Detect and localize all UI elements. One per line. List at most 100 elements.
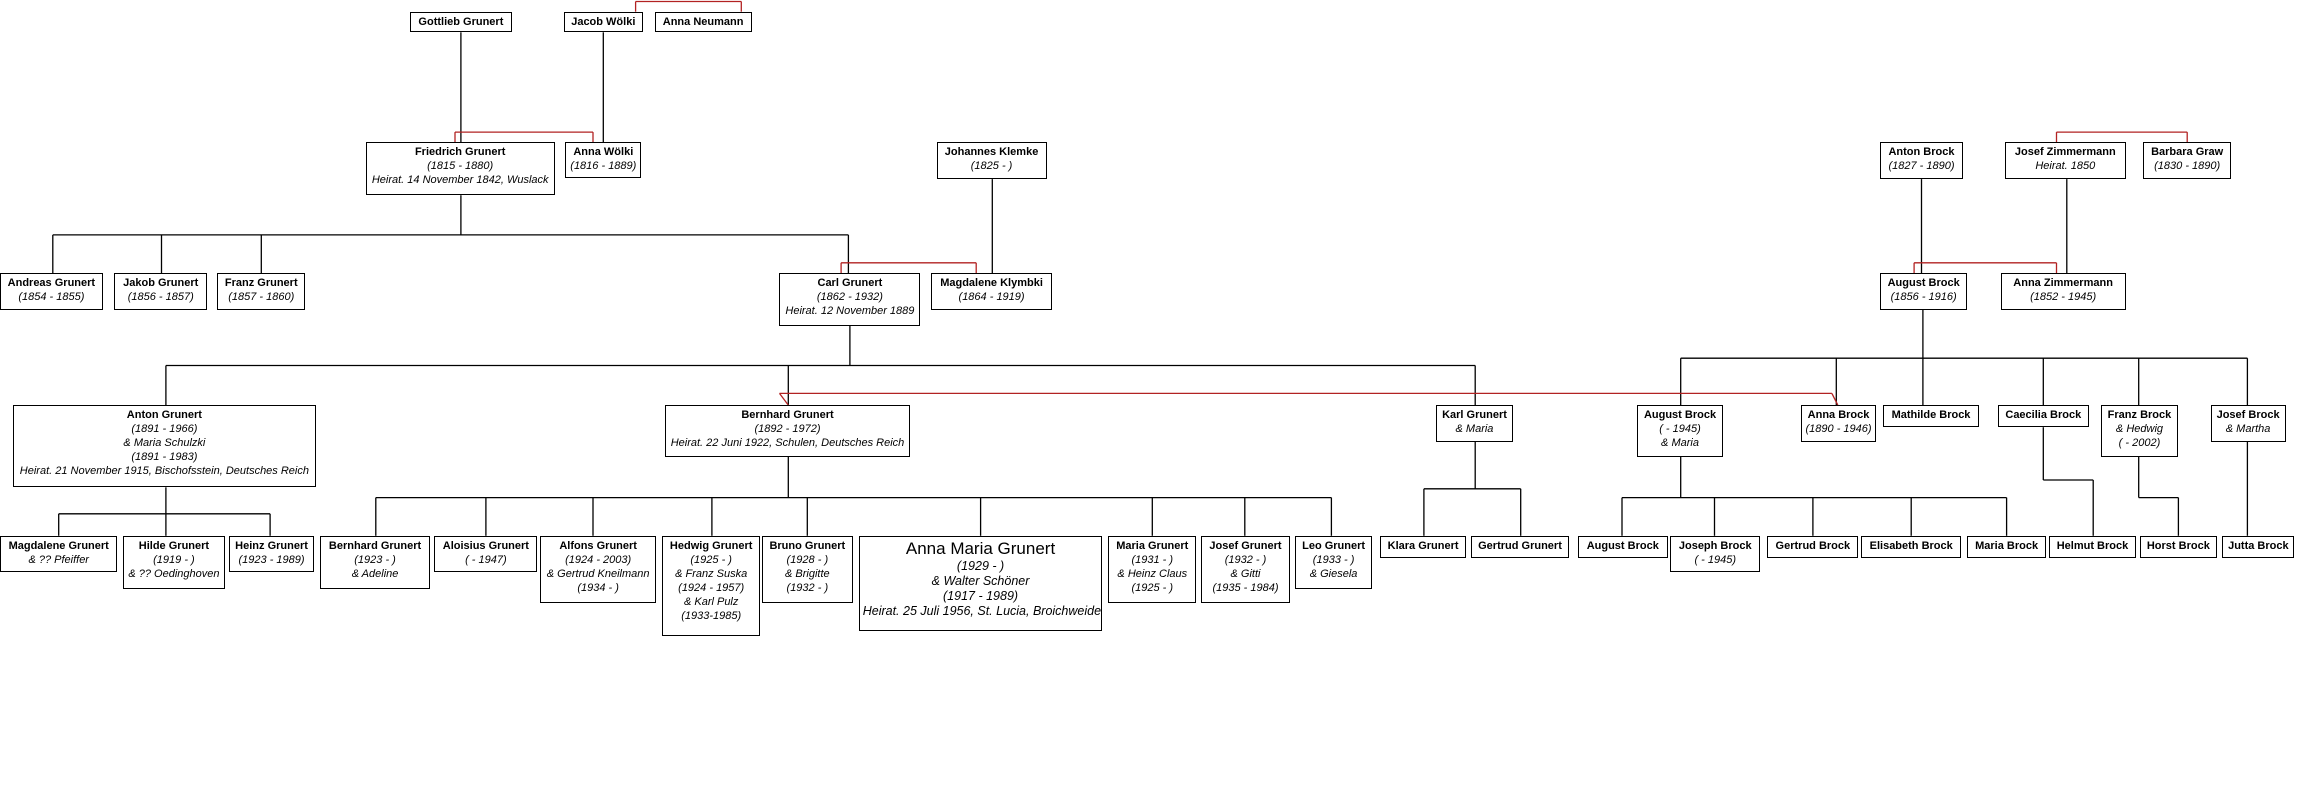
person-box-augustb3[interactable]: August Brock [1577,535,1668,558]
person-box-gottlieb[interactable]: Gottlieb Grunert [409,11,513,33]
person-name: Maria Grunert [1116,539,1189,552]
person-name: Aloisius Grunert [442,539,529,552]
person-name: Friedrich Grunert [414,146,506,159]
person-name: Magdalene Klymbki [940,277,1043,290]
person-box-heinz[interactable]: Heinz Grunert(1923 - 1989) [228,535,315,573]
person-box-antonb[interactable]: Anton Brock(1827 - 1890) [1880,142,1963,180]
person-detail: (1924 - 1957) [678,581,745,594]
person-box-friedrich[interactable]: Friedrich Grunert(1815 - 1880)Heirat. 14… [365,142,555,196]
person-detail: & Walter Schöner [931,573,1030,588]
person-box-joseph[interactable]: Joseph Brock( - 1945) [1670,535,1760,573]
person-box-hedwig[interactable]: Hedwig Grunert(1925 - )& Franz Suska(192… [662,535,761,636]
person-box-bruno[interactable]: Bruno Grunert(1928 - )& Brigitte(1932 - … [761,535,853,604]
person-detail: (1919 - ) [153,553,195,566]
person-name: Karl Grunert [1442,409,1507,422]
person-detail: & Hedwig [2115,423,2163,436]
person-detail: Heirat. 25 Juli 1956, St. Lucia, Broichw… [862,603,1103,618]
person-box-mariag[interactable]: Maria Grunert(1931 - )& Heinz Claus(1925… [1108,535,1197,604]
person-name: Joseph Brock [1678,539,1752,552]
person-name: Magdalene Grunert [8,539,109,552]
person-box-gertrudb[interactable]: Gertrud Brock [1767,535,1859,558]
person-name: Maria Brock [1975,539,2039,552]
person-detail: (1827 - 1890) [1888,160,1955,173]
person-box-annaw[interactable]: Anna Wölki(1816 - 1889) [565,142,642,178]
person-name: Bernhard Grunert [328,539,422,552]
person-box-mariab[interactable]: Maria Brock [1966,535,2047,558]
person-detail: (1932 - ) [1224,553,1267,566]
marriage-connector-16 [1831,393,1839,406]
person-box-franz[interactable]: Franz Grunert(1857 - 1860) [217,273,306,310]
person-detail: (1856 - 1857) [127,291,194,304]
person-box-josefb[interactable]: Josef Brock& Martha [2210,405,2286,442]
person-box-augustb2[interactable]: August Brock( - 1945)& Maria [1636,405,1724,457]
person-detail: ( - 1945) [1659,423,1701,436]
person-box-bernhard2[interactable]: Bernhard Grunert(1923 - )& Adeline [320,535,431,589]
person-box-andreas[interactable]: Andreas Grunert(1854 - 1855) [0,273,103,310]
person-detail: (1929 - ) [956,558,1005,573]
person-box-annaz[interactable]: Anna Zimmermann(1852 - 1945) [2000,273,2126,310]
person-box-magdalenek[interactable]: Magdalene Klymbki(1864 - 1919) [930,273,1053,310]
person-detail: (1857 - 1860) [228,291,295,304]
person-detail: (1892 - 1972) [754,423,821,436]
person-detail: ( - 1947) [465,553,507,566]
person-name: Johannes Klemke [944,146,1039,159]
person-detail: ( - 2002) [2118,437,2161,450]
person-name: Josef Grunert [1209,539,1282,552]
person-detail: (1935 - 1984) [1212,581,1279,594]
person-detail: (1923 - ) [354,553,396,566]
person-detail: (1931 - ) [1131,553,1174,566]
person-box-elisabeth[interactable]: Elisabeth Brock [1861,535,1962,558]
person-detail: & Heinz Claus [1117,567,1188,580]
person-box-antong[interactable]: Anton Grunert(1891 - 1966)& Maria Schulz… [13,405,316,488]
person-detail: (1891 - 1966) [131,423,198,436]
person-detail: & Giesela [1309,567,1358,580]
person-name: Anton Grunert [126,409,202,422]
person-box-helmut[interactable]: Helmut Brock [2049,535,2136,558]
person-box-augustb[interactable]: August Brock(1856 - 1916) [1880,273,1967,310]
person-box-johannes[interactable]: Johannes Klemke(1825 - ) [936,142,1047,180]
person-box-barbara[interactable]: Barbara Graw(1830 - 1890) [2143,142,2232,180]
person-name: Caecilia Brock [2005,409,2082,422]
person-box-josefg[interactable]: Josef Grunert(1932 - )& Gitti(1935 - 198… [1200,535,1291,604]
person-box-magdaleneg[interactable]: Magdalene Grunert& ?? Pfeiffer [0,535,118,573]
person-name: Josef Brock [2216,409,2280,422]
person-detail: (1933-1985) [681,609,742,622]
person-detail: (1928 - ) [786,553,829,566]
person-box-franzb[interactable]: Franz Brock& Hedwig( - 2002) [2100,405,2179,457]
person-box-annab[interactable]: Anna Brock(1890 - 1946) [1801,405,1876,442]
person-box-annaneu[interactable]: Anna Neumann [654,11,752,33]
person-detail: & ?? Pfeiffer [28,553,89,566]
person-name: Anna Maria Grunert [905,538,1056,558]
person-box-bernhard[interactable]: Bernhard Grunert(1892 - 1972)Heirat. 22 … [664,405,911,457]
person-name: Josef Zimmermann [2014,146,2116,159]
person-box-karl[interactable]: Karl Grunert& Maria [1435,405,1514,442]
person-detail: (1932 - ) [786,581,829,594]
person-detail: (1917 - 1989) [943,588,1019,603]
person-box-alfons[interactable]: Alfons Grunert(1924 - 2003)& Gertrud Kne… [540,535,657,604]
person-box-gertrudg[interactable]: Gertrud Grunert [1470,535,1570,558]
person-name: Jutta Brock [2228,539,2289,552]
person-box-annamaria[interactable]: Anna Maria Grunert(1929 - )& Walter Schö… [858,535,1103,632]
person-box-hilde[interactable]: Hilde Grunert(1919 - )& ?? Oedinghoven [123,535,225,589]
person-detail: & Maria [1661,437,1699,450]
person-name: Jacob Wölki [571,15,636,28]
person-box-jacobw[interactable]: Jacob Wölki [563,11,643,33]
person-name: Gertrud Grunert [1478,539,1562,552]
person-box-leo[interactable]: Leo Grunert(1933 - )& Giesela [1294,535,1373,589]
person-detail: & Brigitte [785,567,830,580]
person-box-klara[interactable]: Klara Grunert [1379,535,1467,558]
person-box-mathilde[interactable]: Mathilde Brock [1883,405,1979,428]
person-detail: (1890 - 1946) [1805,423,1872,436]
person-box-horst[interactable]: Horst Brock [2140,535,2217,558]
person-detail: & Franz Suska [675,567,748,580]
person-detail: (1816 - 1889) [570,160,637,173]
person-box-jakob[interactable]: Jakob Grunert(1856 - 1857) [114,273,207,310]
person-box-carl[interactable]: Carl Grunert(1862 - 1932)Heirat. 12 Nove… [779,273,921,326]
person-detail: & Maria [1455,423,1494,436]
person-name: Bernhard Grunert [741,409,834,422]
person-box-aloisius[interactable]: Aloisius Grunert( - 1947) [434,535,538,573]
person-box-caecilia[interactable]: Caecilia Brock [1997,405,2089,428]
person-box-jutta[interactable]: Jutta Brock [2222,535,2295,558]
